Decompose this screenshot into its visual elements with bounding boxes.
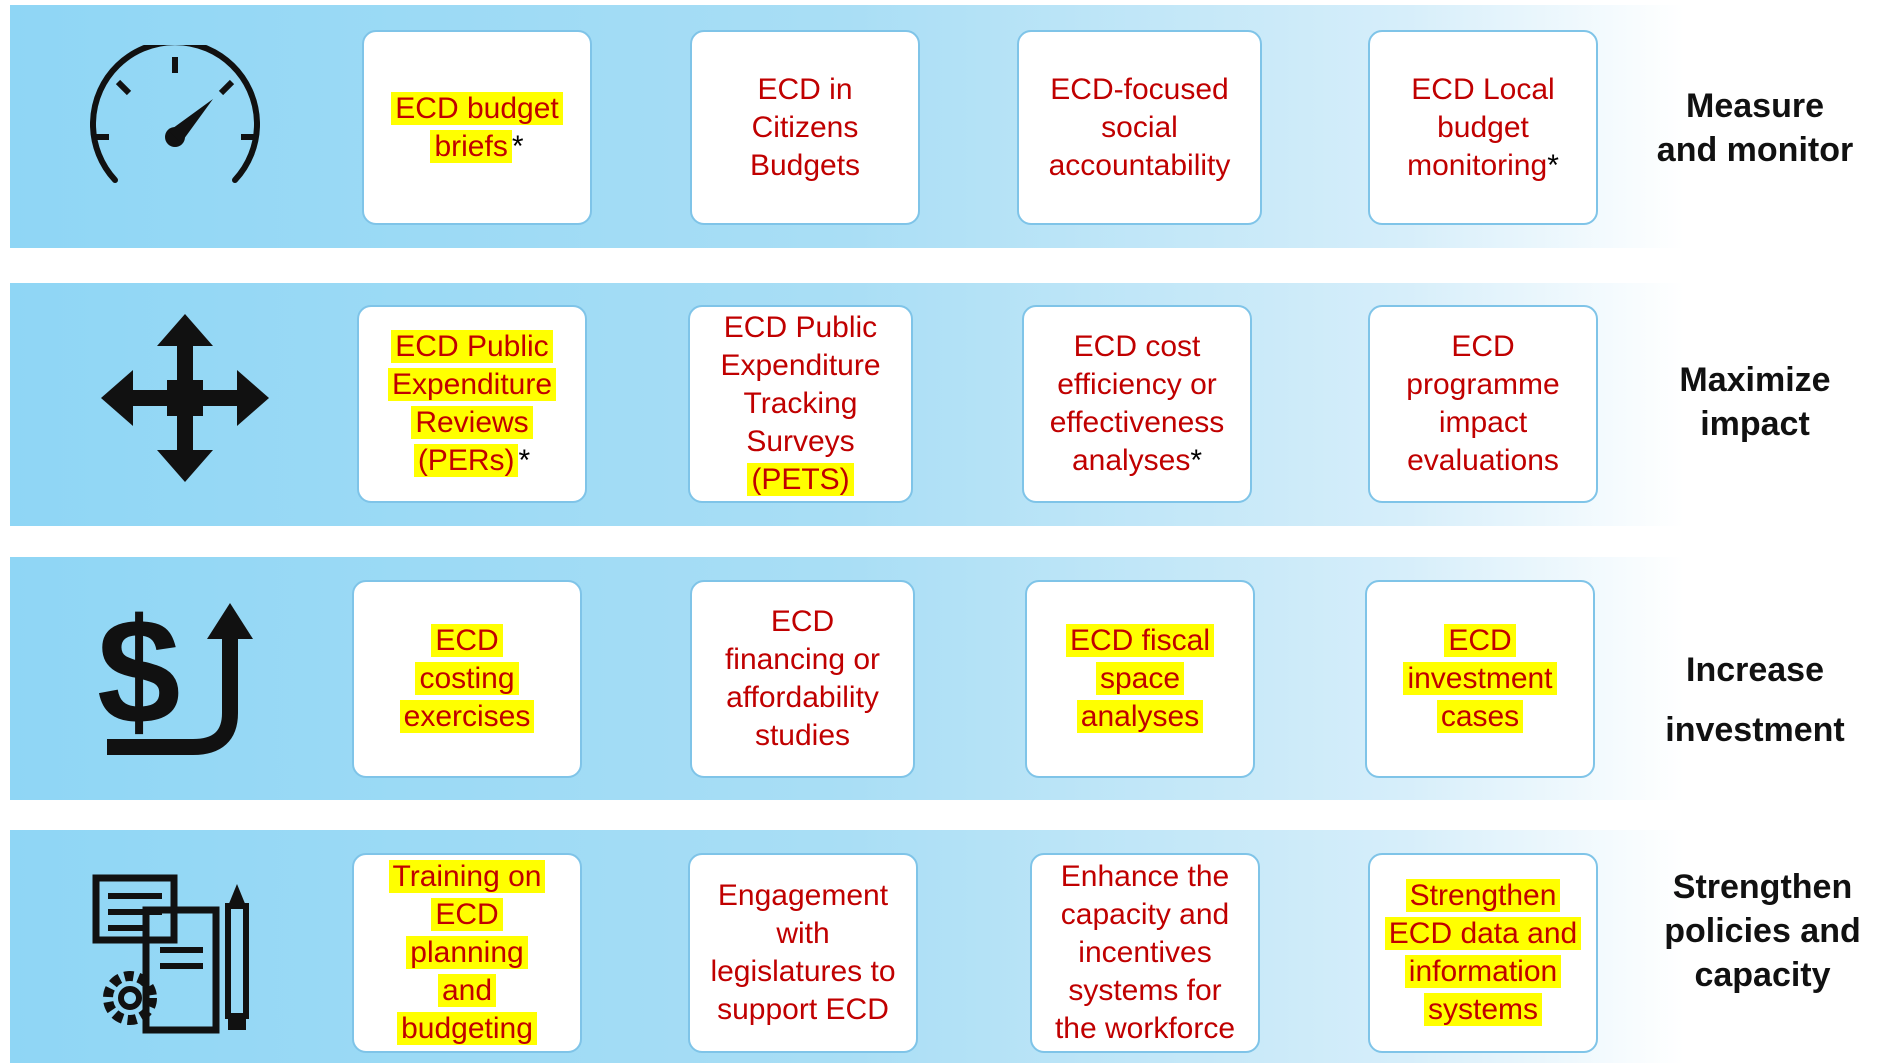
row-label-line: Maximize: [1679, 361, 1831, 399]
card-row1-1: ECD budget briefs*: [362, 30, 592, 225]
card-text-line: effectiveness: [1049, 406, 1225, 439]
card-text-line: investment: [1403, 662, 1557, 695]
card-row3-2: ECD financing or affordability studies: [690, 580, 915, 778]
card-text-line: ECD data and: [1384, 917, 1582, 950]
card-text-line: capacity and: [1060, 898, 1230, 931]
row-label-increase: Increase investment: [1640, 640, 1870, 760]
card-text-line: cases: [1436, 700, 1524, 733]
card-text-line: Citizens: [751, 110, 859, 144]
card-text-line: impact: [1438, 406, 1528, 439]
footnote-marker: *: [511, 129, 524, 163]
card-text-line: budget: [1437, 110, 1529, 144]
row-label-maximize: Maximize impact: [1640, 358, 1870, 446]
card-text-line: with: [776, 917, 830, 950]
card-text-line: analyses: [1071, 444, 1191, 477]
card-row4-3: Enhance the capacity and incentives systems…: [1030, 853, 1260, 1053]
card-text-line: Budgets: [749, 148, 861, 182]
card-text-line: ECD Local: [1411, 72, 1555, 106]
card-text-line: ECD: [431, 898, 503, 931]
row-label-line: policies and: [1664, 912, 1861, 950]
card-text-line: Surveys: [746, 425, 855, 458]
row-label-measure: Measure and monitor: [1640, 84, 1870, 172]
card-text-line: ECD: [431, 624, 503, 657]
card-text-line: incentives: [1078, 936, 1212, 969]
row-label-line: and monitor: [1656, 131, 1854, 169]
card-row1-3: ECD-focused social accountability: [1017, 30, 1262, 225]
card-text-line: accountability: [1048, 148, 1231, 182]
policy-document-gear-icon: [88, 870, 263, 1045]
card-text-line: Training on: [388, 860, 546, 893]
card-text-line: ECD in: [757, 72, 853, 106]
row-label-line: Measure: [1686, 87, 1824, 125]
row-label-line: impact: [1700, 405, 1810, 443]
dollar-up-arrow-icon: $: [95, 595, 270, 765]
card-text-line: and: [437, 974, 497, 1007]
card-row3-1: ECD costing exercises: [352, 580, 582, 778]
card-text-line: social: [1101, 110, 1178, 144]
card-row2-3: ECD cost efficiency or effectiveness analys…: [1022, 305, 1252, 503]
card-text-line: costing: [415, 662, 519, 695]
card-row2-4: ECD programme impact evaluations: [1368, 305, 1598, 503]
card-text-line: support ECD: [717, 993, 889, 1026]
card-text-line: ECD-focused: [1050, 72, 1229, 106]
card-text-line: briefs: [430, 129, 512, 163]
speedometer-icon: [85, 45, 265, 195]
card-row4-1: Training on ECD planning and budgeting: [352, 853, 582, 1053]
card-text-line: legislatures to: [710, 955, 896, 988]
row-label-line: capacity: [1694, 956, 1831, 994]
card-text-line: ECD budget: [391, 91, 563, 125]
card-text-line: analyses: [1076, 700, 1204, 733]
card-text-line: Tracking: [743, 387, 858, 420]
card-text-line: Enhance the: [1060, 860, 1230, 893]
footnote-marker: *: [1190, 444, 1203, 477]
footnote-marker: *: [1547, 148, 1559, 182]
card-text-line: monitoring: [1407, 148, 1548, 182]
card-text-line: ECD fiscal: [1065, 624, 1215, 657]
row-label-line: investment: [1665, 711, 1845, 749]
card-text-line: financing or: [724, 643, 881, 676]
card-text-line: space: [1095, 662, 1185, 695]
card-row3-3: ECD fiscal space analyses: [1025, 580, 1255, 778]
card-text-line: Engagement: [717, 879, 889, 912]
card-text-line: information: [1404, 955, 1562, 988]
card-text-line: ECD cost: [1073, 330, 1201, 363]
move-arrows-icon: [95, 308, 275, 488]
card-row4-2: Engagement with legislatures to support ECD: [688, 853, 918, 1053]
card-text-line: Expenditure: [387, 368, 557, 401]
row-label-line: Increase: [1686, 651, 1824, 689]
card-row1-4: ECD Local budget monitoring*: [1368, 30, 1598, 225]
card-text-line: (PERs): [413, 444, 519, 477]
card-row3-4: ECD investment cases: [1365, 580, 1595, 778]
card-text-line: evaluations: [1407, 444, 1559, 477]
card-text-line: Reviews: [411, 406, 533, 439]
card-text-line: ECD: [1444, 624, 1516, 657]
svg-text:$: $: [97, 595, 180, 755]
card-text-line: systems for: [1068, 974, 1222, 1007]
card-text-line: programme: [1406, 368, 1560, 401]
card-text-line: ECD: [770, 605, 835, 638]
card-text-line: Strengthen: [1405, 879, 1561, 912]
card-text-line: Expenditure: [720, 349, 881, 382]
row-label-strengthen: Strengthen policies and capacity: [1650, 865, 1875, 997]
card-text-line: (PETS): [747, 463, 854, 496]
card-text-line: budgeting: [397, 1012, 537, 1045]
card-text-line: the workforce: [1054, 1012, 1236, 1045]
card-text-line: ECD Public: [391, 330, 553, 363]
card-text-line: ECD Public: [723, 311, 878, 344]
card-text-line: ECD: [1451, 330, 1515, 363]
card-text-line: studies: [754, 719, 851, 752]
row-label-line: Strengthen: [1672, 868, 1853, 906]
card-text-line: systems: [1423, 993, 1542, 1026]
card-text-line: planning: [406, 936, 528, 969]
footnote-marker: *: [518, 444, 531, 477]
card-text-line: efficiency or: [1057, 368, 1217, 401]
card-text-line: affordability: [726, 681, 879, 714]
card-text-line: exercises: [399, 700, 535, 733]
